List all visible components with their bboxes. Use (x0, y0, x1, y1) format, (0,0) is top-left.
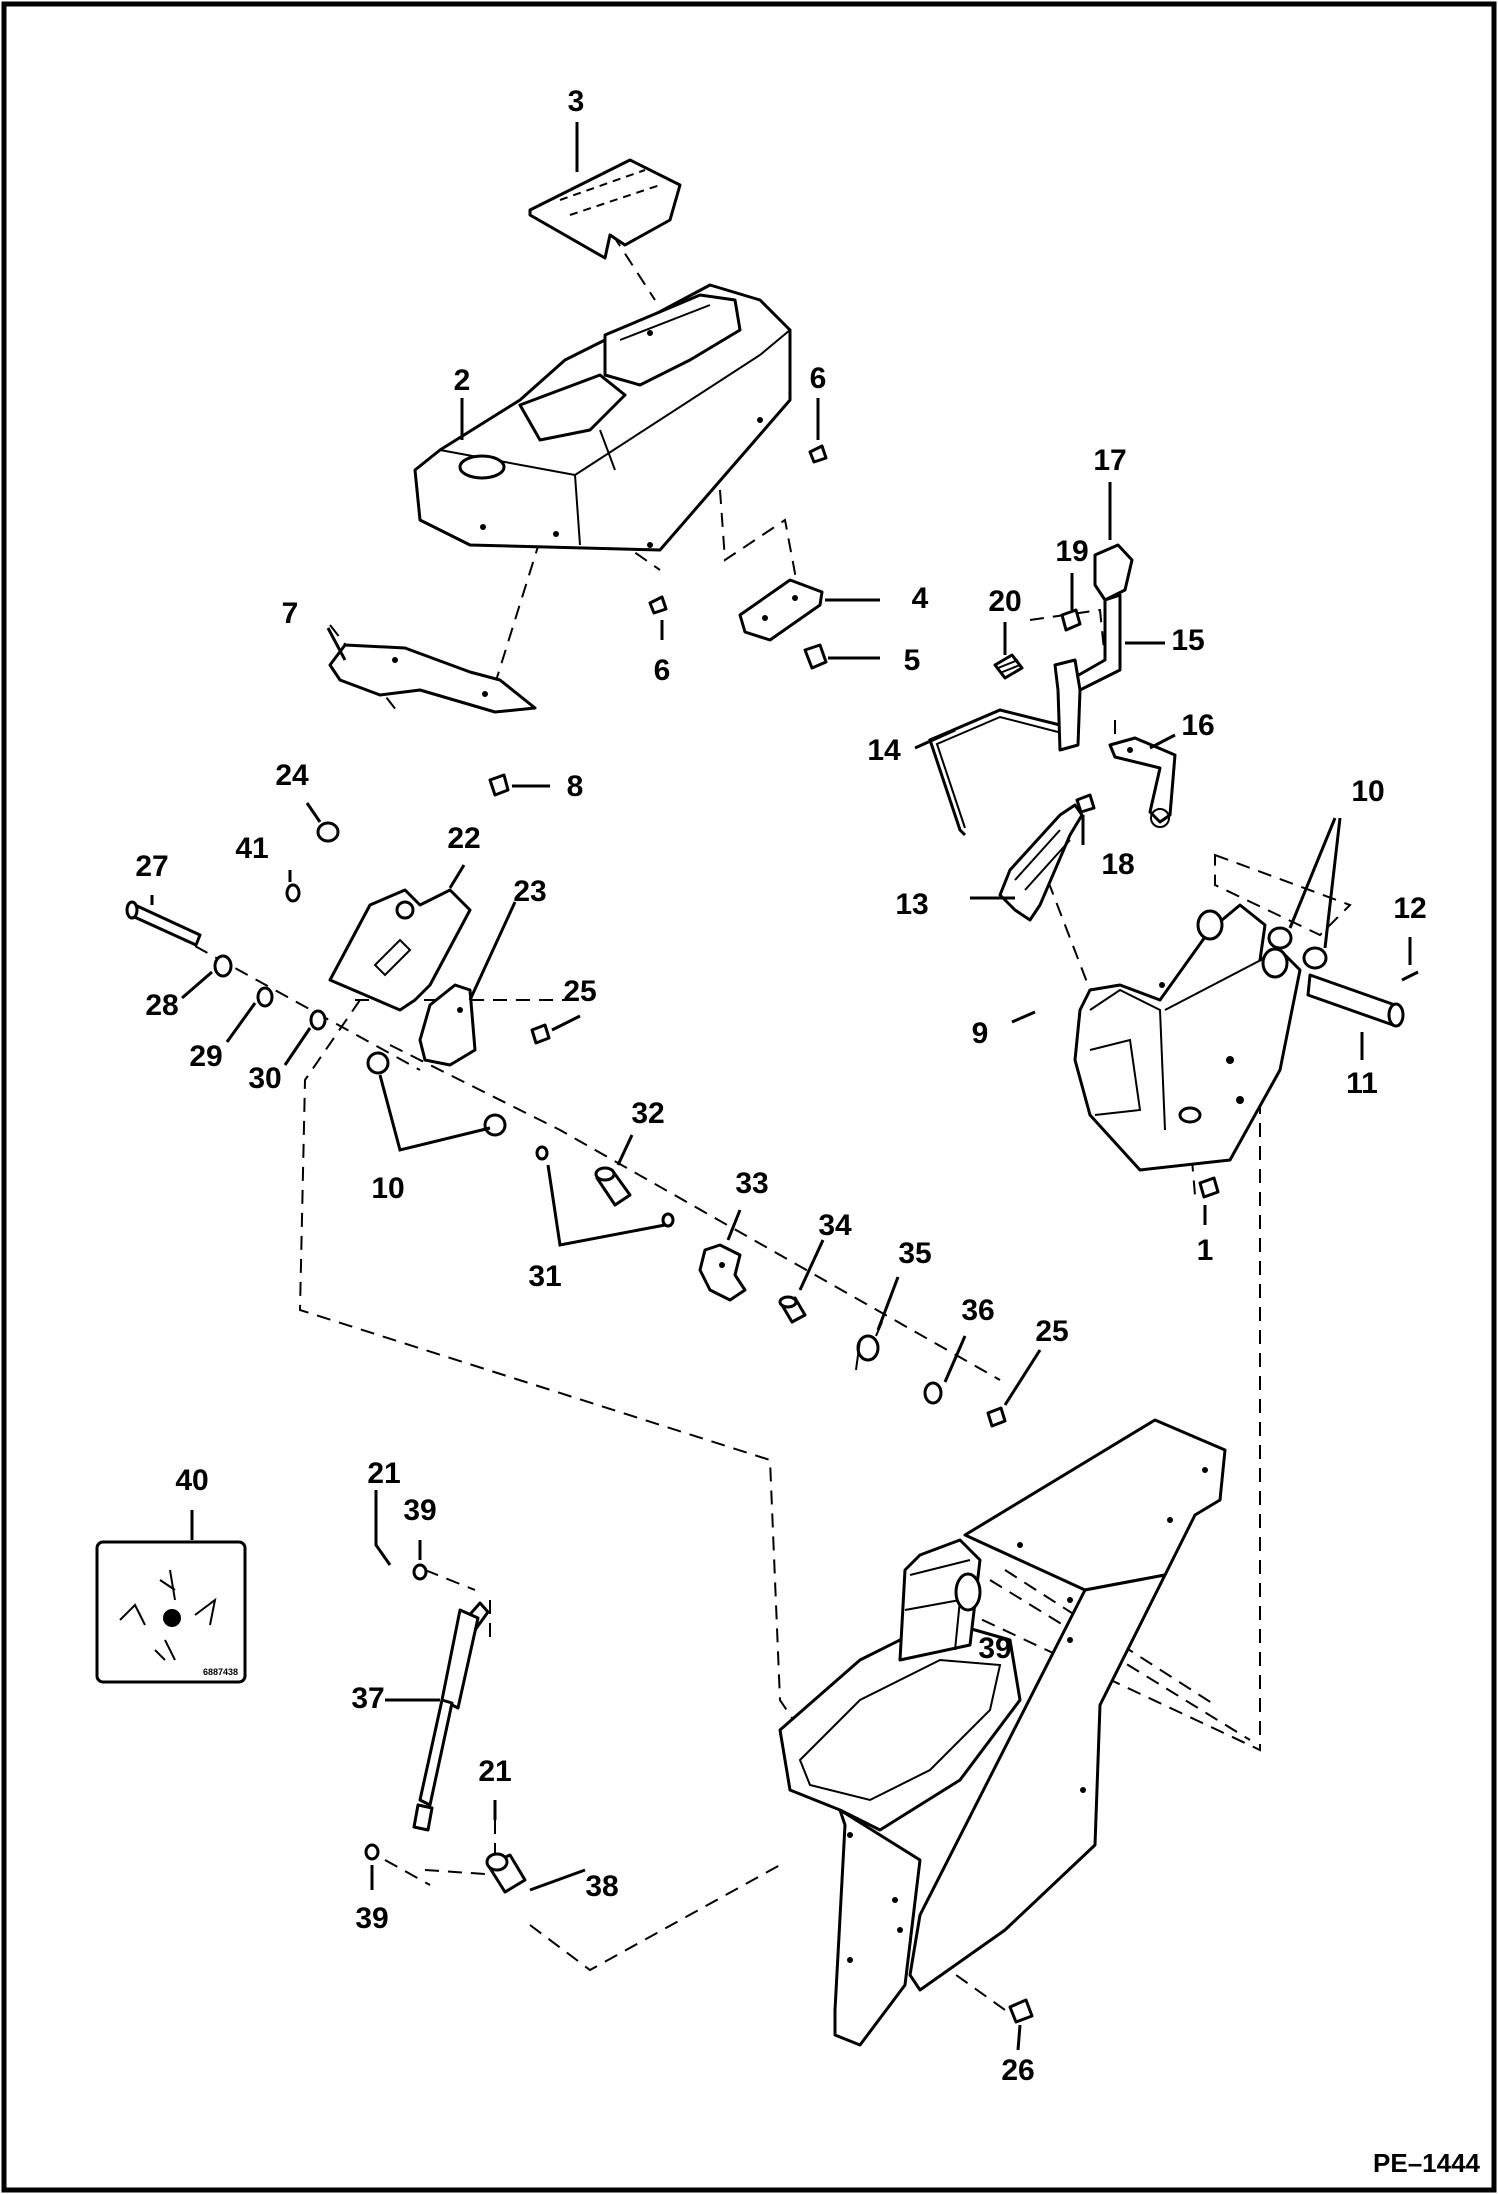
decal-code: 6887438 (203, 1667, 238, 1677)
callout-4: 4 (912, 582, 929, 615)
callout-20: 20 (988, 585, 1021, 618)
part-27-bolt (125, 900, 202, 947)
part-13-bracket (998, 803, 1084, 922)
callout-25: 25 (563, 975, 596, 1008)
callout-33: 33 (735, 1167, 768, 1200)
part-10-bushings-upper (1214, 853, 1352, 970)
part-40-decal: 6887438 (95, 1540, 247, 1684)
callout-6: 6 (654, 654, 671, 687)
part-34-bushing (778, 1295, 807, 1324)
callout-16: 16 (1181, 709, 1214, 742)
callout-40: 40 (175, 1464, 208, 1497)
callout-39: 39 (355, 1902, 388, 1935)
callout-17: 17 (1093, 444, 1126, 477)
part-25-nut-lower (986, 1406, 1007, 1428)
part-3-cover-plate (528, 158, 682, 260)
part-10-bushings-lower (366, 1051, 507, 1137)
part-31-rings (535, 1145, 675, 1228)
part-37-gas-strut (412, 1601, 490, 1832)
callout-21: 21 (478, 1755, 511, 1788)
part-25-nut-upper (530, 1023, 551, 1045)
part-18-bolt (1075, 793, 1096, 814)
part-4-bracket (738, 578, 824, 642)
frame-mount (778, 1418, 1227, 2047)
leader-lines (150, 122, 1412, 2051)
part-28-washer (213, 954, 233, 978)
callout-28: 28 (145, 989, 178, 1022)
part-7-plate (328, 643, 537, 714)
callout-39: 39 (978, 1632, 1011, 1665)
callout-27: 27 (135, 850, 168, 883)
callout-18: 18 (1101, 848, 1134, 881)
callout-13: 13 (895, 888, 928, 921)
callout-36: 36 (961, 1294, 994, 1327)
callout-38: 38 (585, 1870, 618, 1903)
callout-26: 26 (1001, 2054, 1034, 2087)
callout-10: 10 (371, 1172, 404, 1205)
callout-3: 3 (568, 85, 585, 118)
callout-7: 7 (282, 597, 299, 630)
callout-32: 32 (631, 1097, 664, 1130)
part-16-link (1108, 736, 1177, 828)
callout-11: 11 (1346, 1067, 1378, 1100)
callout-22: 22 (447, 822, 480, 855)
callout-41: 41 (235, 832, 268, 865)
part-36-washer (923, 1381, 943, 1405)
part-24-spacer (316, 821, 340, 843)
part-5-bolt (803, 643, 828, 670)
part-17-knob (1093, 543, 1134, 602)
part-19-nut (1060, 608, 1082, 632)
drawing-code: PE–1444 (1373, 2148, 1481, 2178)
assembly-lines (174, 214, 1261, 2011)
part-38-bushing (485, 1852, 527, 1894)
callout-2: 2 (454, 364, 471, 397)
callout-34: 34 (818, 1209, 852, 1242)
callout-9: 9 (972, 1017, 989, 1050)
callout-25: 25 (1035, 1315, 1068, 1348)
callout-8: 8 (567, 770, 584, 803)
part-6-screws (648, 444, 828, 615)
part-15-lever (1053, 593, 1122, 752)
part-26-bolt (1008, 1998, 1034, 2024)
part-33-cam (698, 1243, 747, 1302)
callouts: 3 2 6 6 4 5 7 8 17 19 20 15 14 16 18 10 … (135, 85, 1426, 2087)
callout-5: 5 (904, 644, 921, 677)
part-11-pin (1306, 973, 1405, 1028)
callout-35: 35 (898, 1237, 931, 1270)
callout-21: 21 (367, 1457, 400, 1490)
part-2-console (413, 283, 792, 552)
callout-15: 15 (1171, 624, 1204, 657)
callout-12: 12 (1393, 892, 1426, 925)
part-8-bolt (488, 773, 510, 797)
callout-6: 6 (810, 362, 827, 395)
callout-29: 29 (189, 1040, 222, 1073)
callout-19: 19 (1055, 535, 1088, 568)
part-41-nut (285, 883, 301, 903)
part-1-nut (1198, 1176, 1220, 1199)
callout-39: 39 (403, 1494, 436, 1527)
part-20-spring (993, 653, 1024, 680)
part-9-pivot-block (1073, 903, 1302, 1172)
part-22-plate (328, 888, 472, 1012)
callout-23: 23 (513, 875, 546, 908)
part-23-bracket (418, 983, 477, 1067)
part-29-washer (256, 986, 274, 1008)
part-30-washer (309, 1009, 327, 1031)
callout-24: 24 (275, 759, 309, 792)
callout-31: 31 (528, 1260, 561, 1293)
part-39-nuts (364, 1563, 428, 1861)
part-14-rod (928, 708, 1061, 837)
callout-1: 1 (1197, 1234, 1214, 1267)
callout-14: 14 (867, 734, 901, 767)
callout-37: 37 (351, 1682, 384, 1715)
part-12-pin (1401, 970, 1419, 982)
callout-10: 10 (1351, 775, 1384, 808)
callout-30: 30 (248, 1062, 281, 1095)
part-32-sleeve (594, 1166, 632, 1207)
